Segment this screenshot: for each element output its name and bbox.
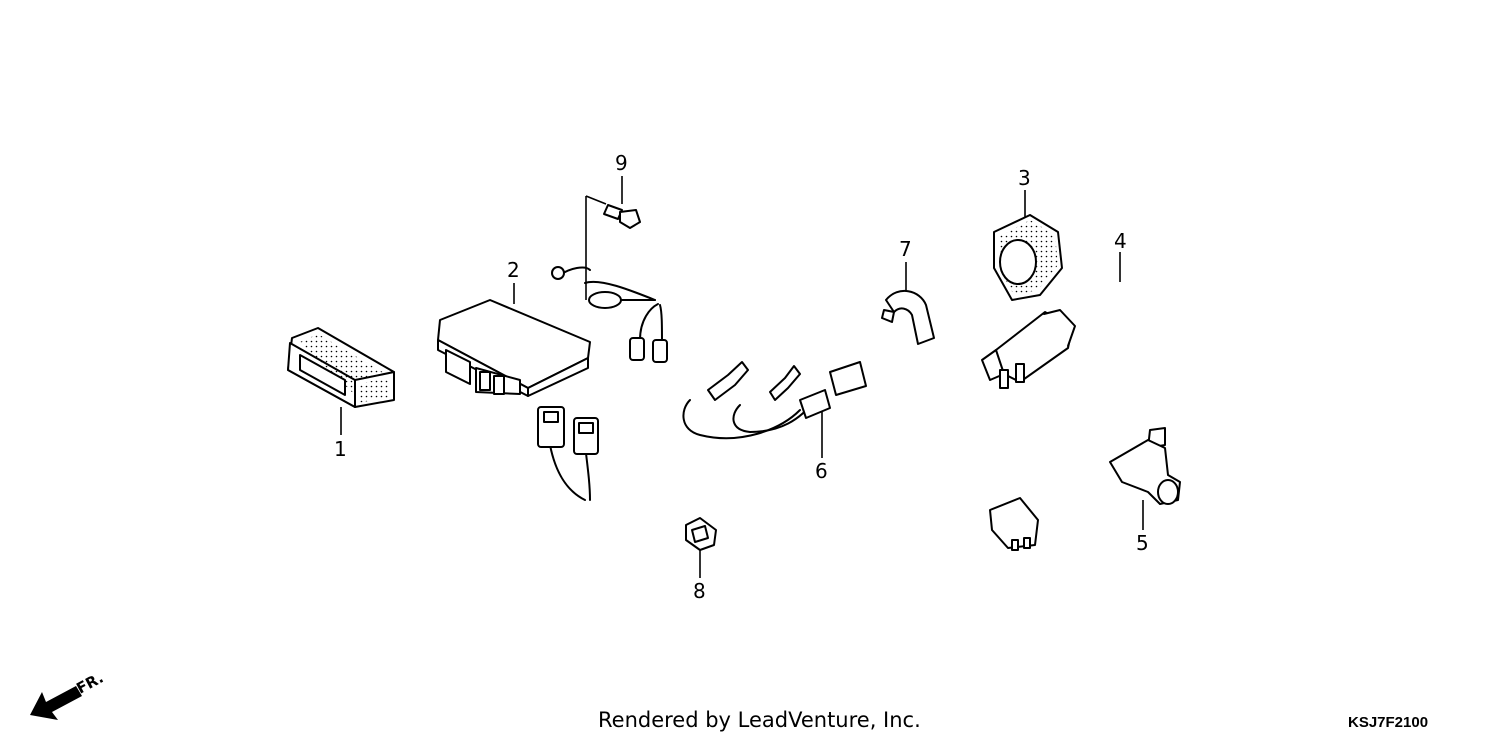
part-3-mount[interactable] (993, 214, 1063, 301)
part-9-bolt[interactable] (585, 195, 641, 300)
callout-9: 9 (615, 151, 628, 175)
part-4-ignition-coil[interactable] (981, 278, 1214, 417)
render-credit: Rendered by LeadVenture, Inc. (598, 708, 921, 732)
callout-5: 5 (1136, 531, 1149, 555)
part-6-wire-harness[interactable] (537, 266, 1039, 551)
callout-4: 4 (1114, 229, 1127, 253)
part-5-plug-cap[interactable] (1109, 427, 1181, 505)
callout-2: 2 (507, 258, 520, 282)
part-7-clip[interactable] (881, 290, 935, 345)
diagram-code: KSJ7F2100 (1348, 714, 1429, 731)
callout-3: 3 (1018, 166, 1031, 190)
part-1-unit[interactable] (287, 327, 395, 408)
callout-6: 6 (815, 459, 828, 483)
front-direction-arrow: FR. (30, 669, 106, 720)
callout-1: 1 (334, 437, 347, 461)
part-2-module[interactable] (437, 299, 591, 397)
callout-7: 7 (899, 237, 912, 261)
part-8-clip[interactable] (685, 517, 717, 551)
callout-8: 8 (693, 579, 706, 603)
